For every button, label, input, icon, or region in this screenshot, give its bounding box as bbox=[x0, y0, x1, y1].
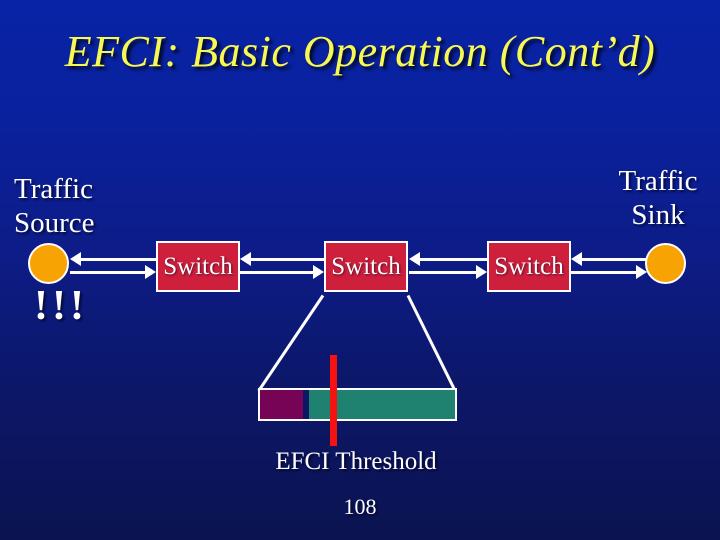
traffic-sink-line1: Traffic bbox=[618, 165, 698, 197]
efci-threshold-label: EFCI Threshold bbox=[275, 448, 437, 475]
switch-3-label: Switch bbox=[494, 252, 564, 280]
efci-threshold-marker-icon bbox=[330, 355, 337, 446]
backward-arrow-icon bbox=[409, 252, 487, 266]
traffic-source-line1: Traffic bbox=[14, 173, 93, 205]
link-switch3-sink bbox=[571, 252, 647, 279]
backward-arrow-icon bbox=[571, 252, 647, 266]
switch-1-label: Switch bbox=[163, 252, 233, 280]
traffic-sink-node-icon bbox=[645, 243, 686, 284]
forward-arrow-icon bbox=[240, 265, 324, 279]
slide-title: EFCI: Basic Operation (Cont’d) bbox=[64, 27, 656, 76]
buffer-occupied-segment bbox=[260, 390, 303, 419]
backward-arrow-icon bbox=[70, 252, 156, 266]
switch-2-label: Switch bbox=[331, 252, 401, 280]
link-switch2-switch3 bbox=[409, 252, 487, 279]
traffic-sink-label: Traffic Sink bbox=[606, 164, 710, 232]
page-number: 108 bbox=[343, 494, 377, 519]
funnel-line-left bbox=[257, 294, 325, 392]
congestion-marks: !!! bbox=[34, 283, 88, 329]
switch-box-2: Switch bbox=[324, 241, 408, 292]
switch-box-3: Switch bbox=[487, 241, 571, 292]
link-source-switch1 bbox=[70, 252, 156, 279]
traffic-source-node-icon bbox=[28, 243, 69, 284]
backward-arrow-icon bbox=[240, 252, 324, 266]
traffic-sink-line2: Sink bbox=[631, 199, 685, 231]
traffic-source-label: Traffic Source bbox=[14, 172, 95, 240]
funnel-line-right bbox=[406, 294, 457, 392]
switch-box-1: Switch bbox=[156, 241, 240, 292]
forward-arrow-icon bbox=[409, 265, 487, 279]
forward-arrow-icon bbox=[70, 265, 156, 279]
forward-arrow-icon bbox=[571, 265, 647, 279]
traffic-source-line2: Source bbox=[14, 207, 95, 239]
buffer-bar bbox=[258, 388, 457, 421]
link-switch1-switch2 bbox=[240, 252, 324, 279]
